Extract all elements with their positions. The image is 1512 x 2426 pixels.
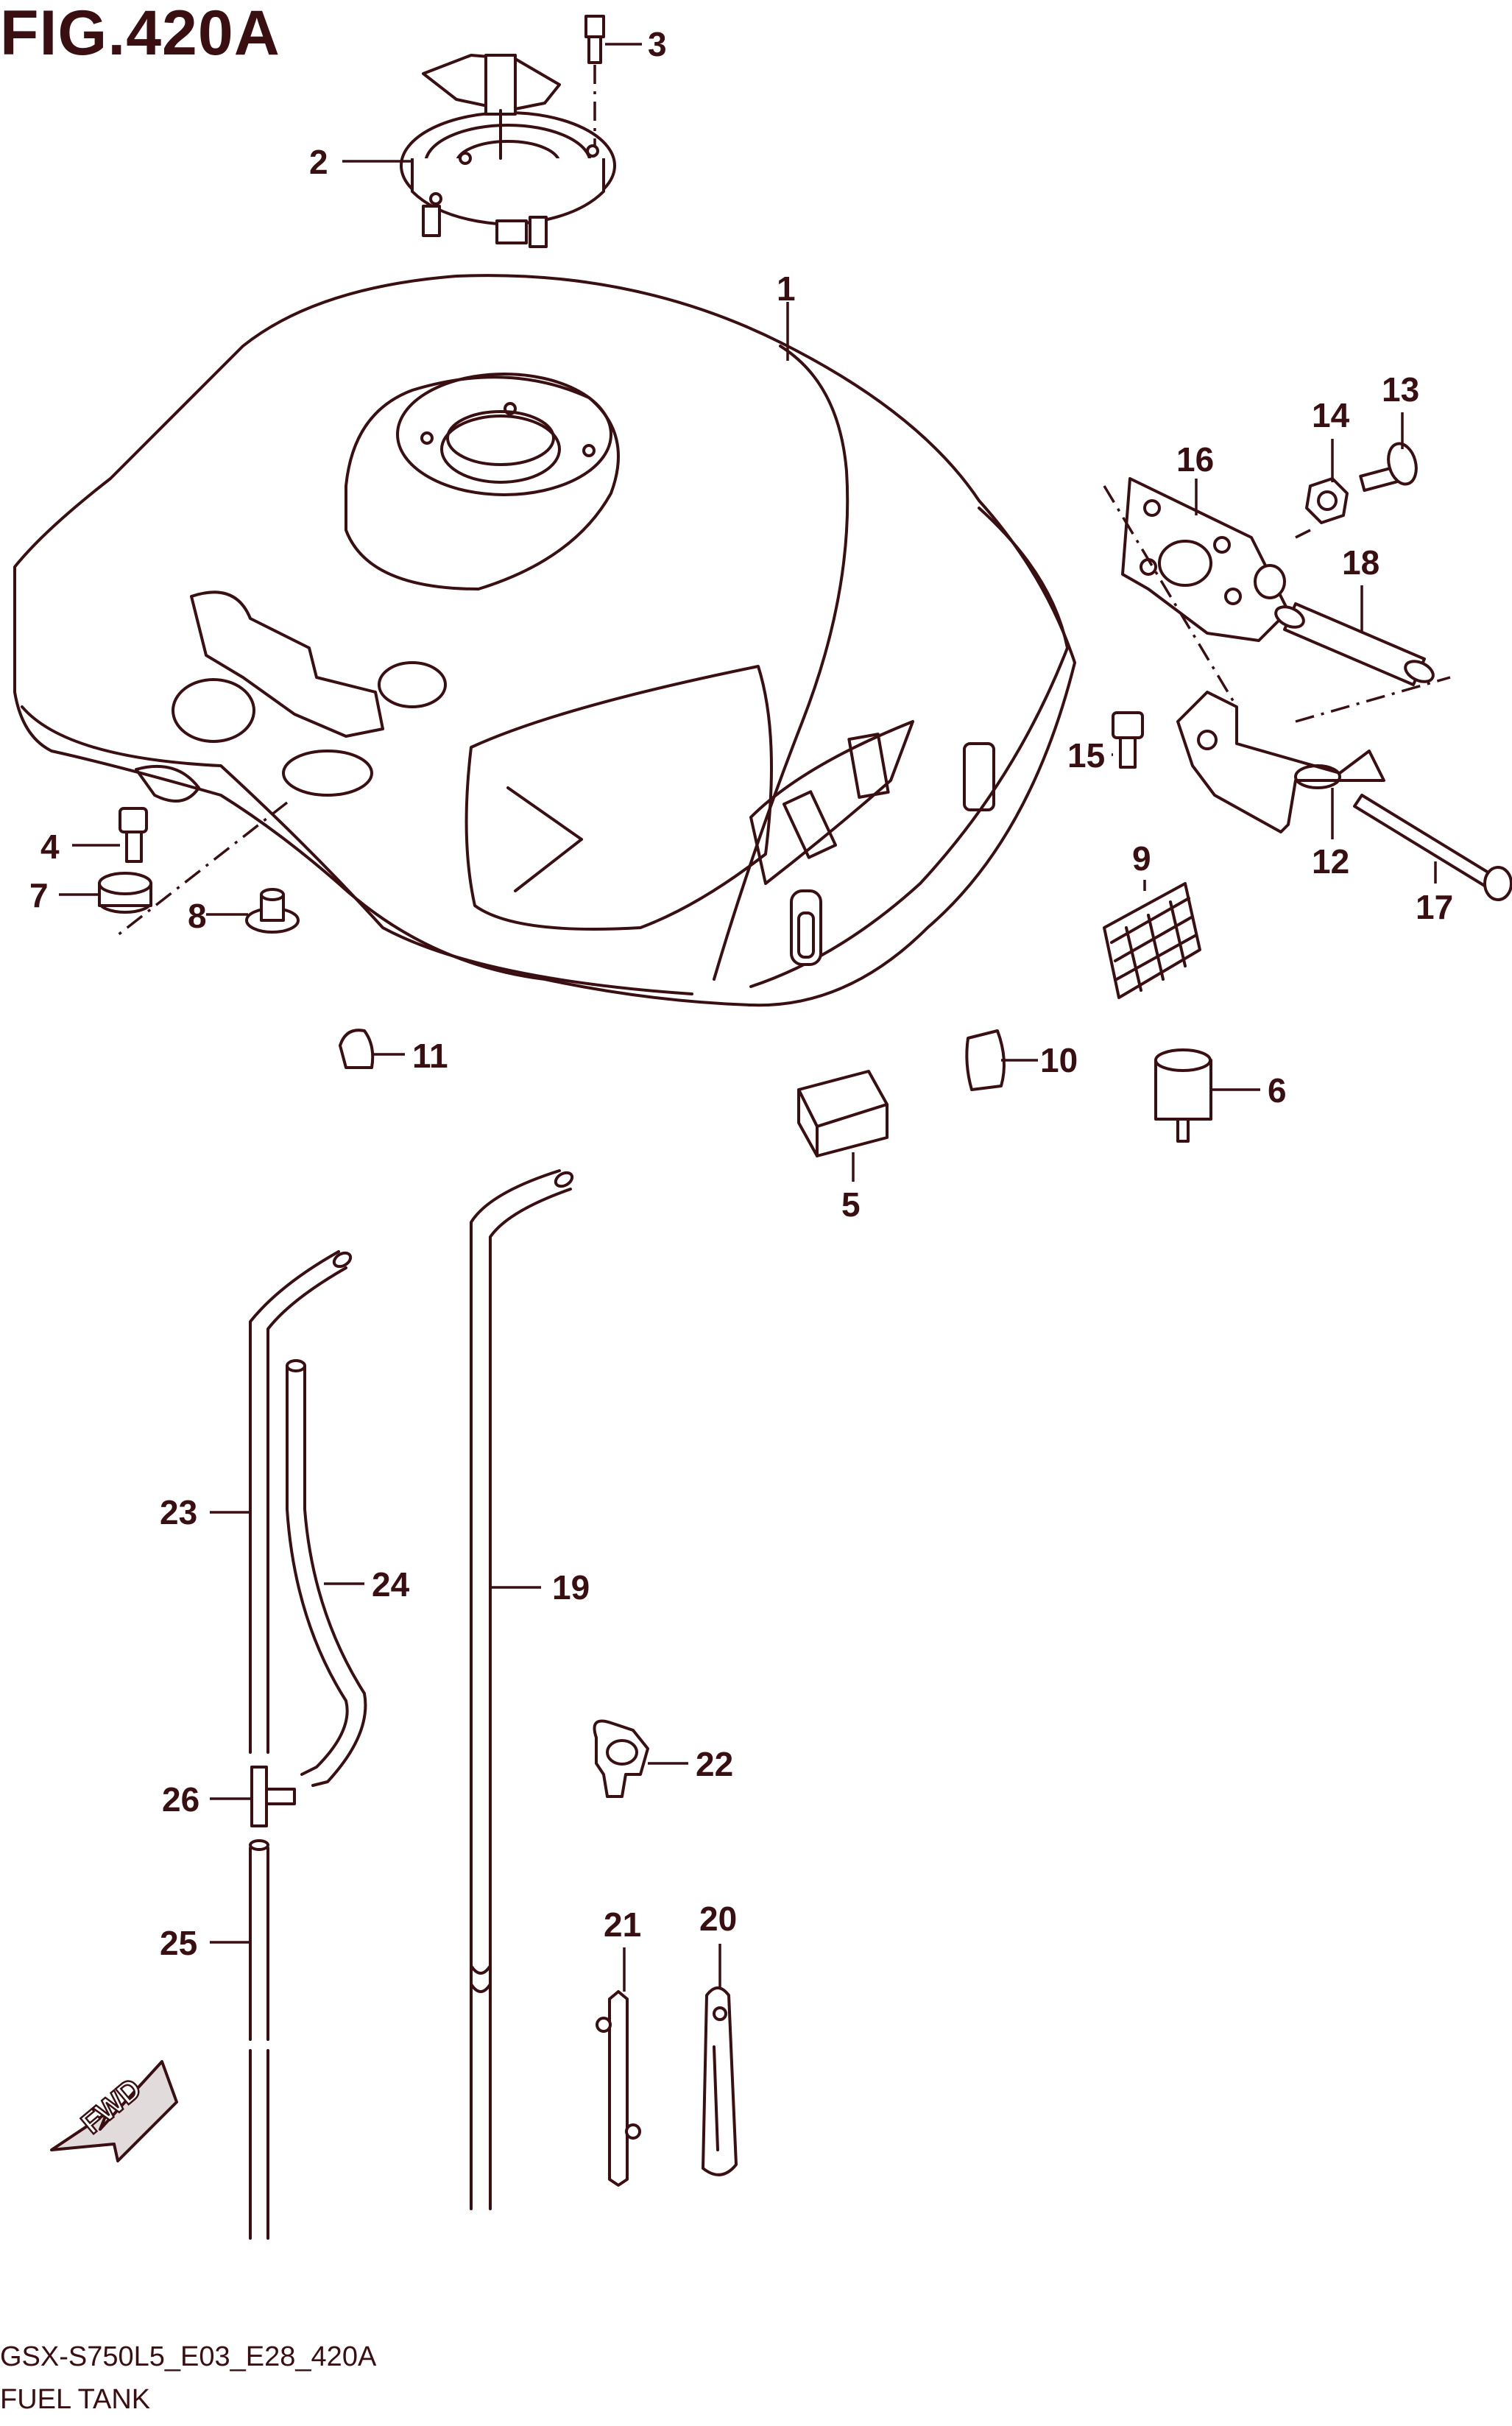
- collar-18: [1274, 602, 1435, 686]
- callout-7: 7: [29, 876, 49, 914]
- bracket-plate-16: [1121, 477, 1290, 642]
- cushion-11: [339, 1029, 375, 1069]
- callout-3: 3: [648, 25, 667, 63]
- forward-direction-arrow: FWD: [50, 2060, 178, 2162]
- figure-title: FIG.420A: [0, 0, 280, 68]
- figure-code: GSX-S750L5_E03_E28_420A: [0, 2341, 377, 2372]
- callout-26: 26: [162, 1780, 199, 1819]
- callout-24: 24: [372, 1565, 410, 1604]
- callout-11: 11: [412, 1037, 448, 1075]
- callout-20: 20: [699, 1900, 737, 1938]
- bolt-15: [1112, 711, 1144, 769]
- breather-hose-23: [249, 1250, 353, 1754]
- callout-19: 19: [552, 1568, 590, 1607]
- figure-name: FUEL TANK: [0, 2384, 151, 2415]
- long-bolt-17: [1353, 794, 1512, 901]
- callout-5: 5: [841, 1185, 861, 1224]
- clamp-20: [702, 1986, 738, 2176]
- callout-23: 23: [160, 1493, 197, 1531]
- callout-16: 16: [1176, 440, 1214, 479]
- callout-9: 9: [1132, 839, 1151, 878]
- fuel-cap-assembly: [400, 54, 616, 248]
- breather-hose-24: [286, 1359, 367, 1787]
- hose-25: [249, 1839, 269, 2240]
- callout-22: 22: [696, 1745, 733, 1783]
- callout-18: 18: [1342, 543, 1379, 582]
- plate-dash: [1103, 485, 1238, 708]
- bolt-dash: [1295, 529, 1311, 539]
- callout-10: 10: [1040, 1041, 1078, 1079]
- cushion-10: [965, 1029, 1006, 1091]
- clamp-21: [596, 1990, 641, 2187]
- cushion-7: [98, 872, 152, 914]
- callout-12: 12: [1312, 842, 1349, 881]
- t-joint-26: [250, 1766, 296, 1827]
- callout-4: 4: [40, 828, 60, 866]
- callout-13: 13: [1382, 370, 1419, 409]
- callout-25: 25: [160, 1924, 197, 1962]
- mesh-pad-9: [1103, 882, 1201, 999]
- callout-15: 15: [1067, 736, 1105, 775]
- cushion-5: [797, 1070, 889, 1157]
- damper-6: [1154, 1048, 1212, 1143]
- leader-lines: [59, 43, 1437, 1992]
- cap-screw: [584, 15, 605, 147]
- callout-1: 1: [777, 269, 796, 308]
- fuel-tank: [13, 274, 1076, 1007]
- callout-numbers: 1 2 3 4 5 6 7 8 9 10 11 12 13 14 15 16 1…: [29, 25, 1453, 1962]
- callout-2: 2: [309, 143, 328, 181]
- mount-bolt-4: [119, 807, 148, 863]
- bolt-13: [1359, 442, 1418, 493]
- callout-21: 21: [604, 1905, 641, 1944]
- grommet-8: [245, 888, 300, 934]
- callout-8: 8: [188, 897, 207, 935]
- callout-17: 17: [1416, 888, 1453, 926]
- drain-hose-19: [470, 1169, 574, 2210]
- bracket-12: [1176, 691, 1385, 833]
- callout-14: 14: [1312, 396, 1350, 434]
- callout-6: 6: [1268, 1071, 1287, 1110]
- clamp-22: [593, 1719, 649, 1798]
- nut-14: [1305, 477, 1349, 524]
- collar-dash: [1295, 676, 1451, 723]
